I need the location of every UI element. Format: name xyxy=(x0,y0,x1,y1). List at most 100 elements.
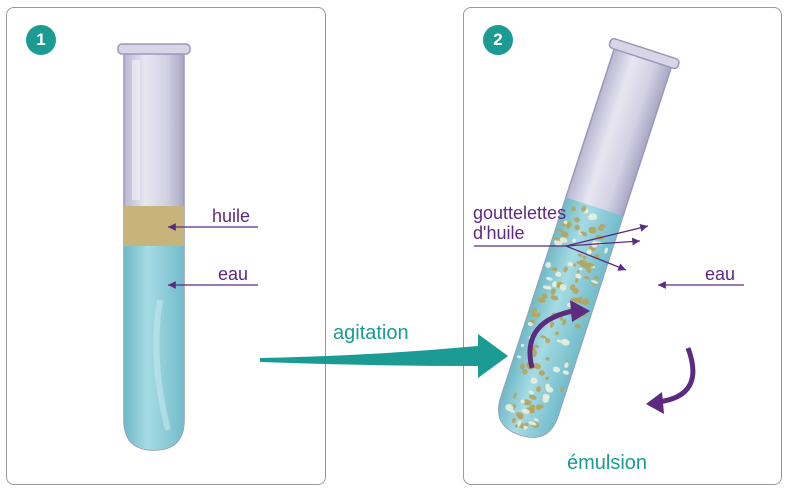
oil-droplet xyxy=(559,316,564,321)
emulsion-label: émulsion xyxy=(567,452,648,474)
oil-droplet xyxy=(562,318,567,326)
oil-droplet xyxy=(572,238,576,243)
oil-droplet xyxy=(536,297,546,303)
oil-droplet xyxy=(505,404,514,412)
oil-droplet xyxy=(520,363,525,370)
oil-droplet xyxy=(512,417,516,424)
water-label-after: eau xyxy=(705,264,736,284)
rotation-arrow-left xyxy=(527,300,590,369)
oil-droplet xyxy=(550,288,556,295)
oil-droplet xyxy=(522,368,528,375)
oil-droplet xyxy=(523,399,530,406)
oil-droplet xyxy=(532,363,541,370)
oil-droplet xyxy=(576,269,580,274)
oil-droplet xyxy=(545,262,552,268)
oil-droplet xyxy=(574,224,580,231)
oil-droplet xyxy=(542,393,550,400)
oil-droplet xyxy=(527,321,533,327)
oil-droplet xyxy=(559,237,568,244)
oil-droplet xyxy=(531,313,537,318)
oil-droplet xyxy=(532,350,537,358)
oil-droplet xyxy=(552,281,558,288)
oil-droplet xyxy=(578,267,583,271)
oil-droplet xyxy=(593,276,600,280)
rotation-arrow-right xyxy=(646,347,696,414)
oil-droplet xyxy=(541,293,548,299)
oil-droplet xyxy=(578,296,583,303)
oil-droplet xyxy=(574,277,579,284)
oil-droplet xyxy=(535,404,542,411)
oil-droplet xyxy=(536,386,542,393)
oil-droplet xyxy=(555,271,562,277)
oil-droplet xyxy=(582,298,590,306)
oil-droplet xyxy=(583,275,591,280)
step-badge-1: 1 xyxy=(26,25,56,55)
oil-droplet xyxy=(567,262,574,267)
oil-droplet xyxy=(563,266,568,273)
oil-droplet xyxy=(533,418,539,422)
droplets-label-line2: d'huile xyxy=(473,223,525,243)
oil-droplet xyxy=(577,253,583,257)
oil-droplet xyxy=(521,408,530,414)
oil-droplet xyxy=(538,370,545,376)
oil-droplet xyxy=(556,228,564,233)
oil-layer xyxy=(124,206,184,246)
oil-droplet xyxy=(555,331,559,336)
oil-droplet xyxy=(533,344,539,348)
oil-droplet xyxy=(520,399,525,404)
oil-droplet xyxy=(571,206,577,212)
oil-droplet xyxy=(515,412,524,419)
oil-droplet xyxy=(562,370,570,375)
oil-droplet xyxy=(564,362,569,369)
oil-droplet xyxy=(552,366,561,373)
droplets-label-line1: gouttelettes xyxy=(473,203,567,223)
oil-droplet xyxy=(573,217,580,223)
oil-droplet xyxy=(545,376,549,381)
oil-droplet xyxy=(559,283,567,291)
oil-droplet xyxy=(599,223,606,228)
oil-droplet xyxy=(513,392,517,399)
oil-droplet xyxy=(528,421,537,426)
oil-droplet xyxy=(559,387,564,393)
oil-droplet xyxy=(530,377,538,384)
oil-droplet xyxy=(587,262,595,267)
step-badge-2: 2 xyxy=(483,25,513,55)
pointer-lines-droplets xyxy=(474,224,649,271)
oil-droplet xyxy=(575,273,582,279)
oil-droplet xyxy=(549,321,554,328)
oil-droplet xyxy=(553,267,558,272)
oil-droplet xyxy=(586,249,592,256)
oil-droplet xyxy=(587,215,594,221)
tube-rim xyxy=(117,43,191,55)
oil-droplet xyxy=(528,390,535,395)
oil-droplet xyxy=(546,285,552,290)
oil-droplet xyxy=(574,323,582,329)
agitation-label: agitation xyxy=(333,322,409,344)
oil-droplet xyxy=(545,338,551,344)
oil-droplet xyxy=(550,295,559,301)
oil-droplet xyxy=(545,386,554,393)
oil-droplet xyxy=(581,205,587,212)
oil-droplet xyxy=(560,338,570,346)
oil-droplets xyxy=(505,205,608,430)
oil-droplet xyxy=(572,263,577,267)
oil-droplet xyxy=(553,237,560,241)
oil-droplet xyxy=(604,247,608,254)
test-tube-before xyxy=(117,43,191,451)
oil-droplet xyxy=(514,424,519,428)
agitation-arrow xyxy=(260,334,508,378)
oil-droplet xyxy=(529,319,536,324)
oil-droplet xyxy=(517,420,522,427)
oil-droplet xyxy=(520,343,525,348)
water-label-before: eau xyxy=(218,264,249,284)
oil-droplet xyxy=(582,255,587,260)
oil-droplet xyxy=(516,355,522,359)
oil-droplet xyxy=(540,335,547,339)
oil-droplet xyxy=(529,394,537,400)
oil-droplet xyxy=(579,231,588,235)
oil-droplet xyxy=(583,264,591,270)
oil-droplet xyxy=(570,284,576,291)
oil-droplet xyxy=(545,276,553,281)
oil-droplet xyxy=(524,422,529,427)
